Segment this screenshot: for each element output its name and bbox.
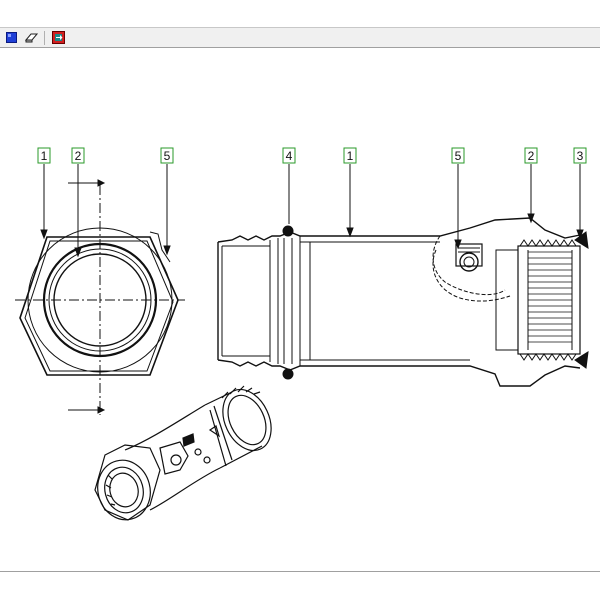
callout-right-1: 1 — [343, 147, 357, 164]
svg-text:3: 3 — [577, 149, 584, 163]
title-bar — [0, 0, 600, 28]
status-bar — [0, 571, 600, 612]
callout-left-1: 1 — [37, 147, 51, 164]
svg-text:5: 5 — [164, 149, 171, 163]
callout-labels: 1 2 5 4 1 5 2 3 — [37, 147, 587, 164]
callout-right-4: 4 — [282, 147, 296, 164]
callout-left-5: 5 — [160, 147, 174, 164]
svg-text:2: 2 — [75, 149, 82, 163]
isometric-view — [94, 385, 272, 521]
section-view — [217, 217, 589, 387]
svg-text:5: 5 — [455, 149, 462, 163]
export-icon[interactable] — [51, 31, 65, 45]
svg-text:1: 1 — [41, 149, 48, 163]
technical-drawing: 1 2 5 4 1 5 2 3 — [15, 147, 589, 521]
end-view — [15, 179, 185, 415]
eraser-icon[interactable] — [24, 31, 38, 45]
callout-right-2: 2 — [524, 147, 538, 164]
blue-square-icon[interactable] — [4, 31, 18, 45]
svg-text:2: 2 — [528, 149, 535, 163]
callout-right-5: 5 — [451, 147, 465, 164]
svg-text:4: 4 — [286, 149, 293, 163]
drawing-canvas: 1 2 5 4 1 5 2 3 — [0, 49, 600, 571]
toolbar-separator — [44, 30, 45, 45]
callout-left-2: 2 — [71, 147, 85, 164]
callout-right-3: 3 — [573, 147, 587, 164]
toolbar — [0, 28, 600, 48]
svg-text:1: 1 — [347, 149, 354, 163]
